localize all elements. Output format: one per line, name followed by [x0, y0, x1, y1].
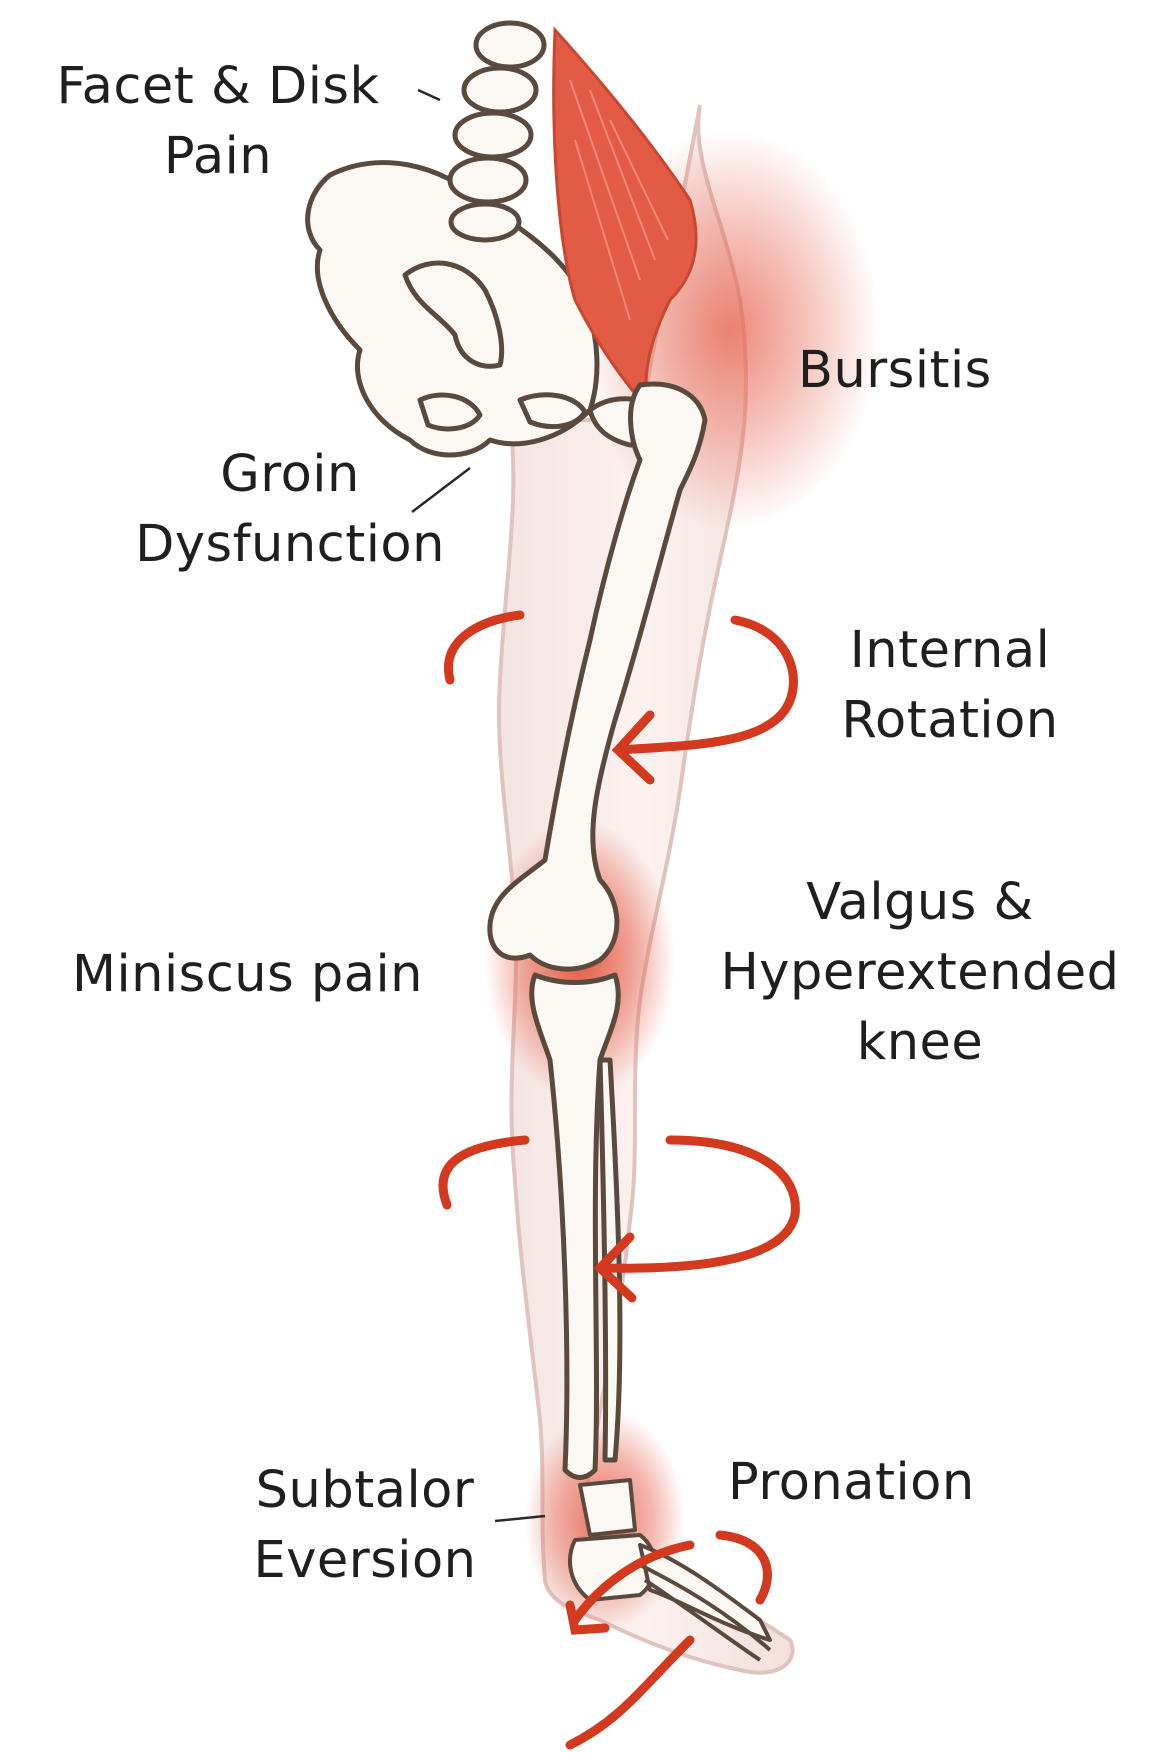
label-internal-rotation-line1: Internal: [800, 616, 1100, 686]
label-groin-line1: Groin: [100, 440, 480, 510]
label-subtalor-eversion: Subtalor Eversion: [220, 1456, 510, 1596]
label-facet-disk-pain: Facet & Disk Pain: [18, 52, 418, 192]
label-pronation: Pronation: [728, 1448, 975, 1518]
label-groin-line2: Dysfunction: [100, 510, 480, 580]
label-valgus-line2: Hyperextended: [690, 938, 1150, 1008]
lumbar-spine: [450, 23, 544, 240]
label-internal-rotation-line2: Rotation: [800, 686, 1100, 756]
label-miniscus-line1: Miniscus pain: [72, 940, 423, 1010]
label-valgus-line1: Valgus &: [690, 868, 1150, 938]
label-facet-disk-line1: Facet & Disk: [18, 52, 418, 122]
label-bursitis: Bursitis: [798, 336, 992, 406]
label-pronation-line1: Pronation: [728, 1448, 975, 1518]
label-subtalor-line1: Subtalor: [220, 1456, 510, 1526]
label-facet-disk-line2: Pain: [18, 122, 418, 192]
label-groin-dysfunction: Groin Dysfunction: [100, 440, 480, 580]
label-valgus-hyperextended-knee: Valgus & Hyperextended knee: [690, 868, 1150, 1078]
label-internal-rotation: Internal Rotation: [800, 616, 1100, 756]
label-bursitis-line1: Bursitis: [798, 336, 992, 406]
label-miniscus-pain: Miniscus pain: [72, 940, 423, 1010]
label-valgus-line3: knee: [690, 1008, 1150, 1078]
label-subtalor-line2: Eversion: [220, 1526, 510, 1596]
